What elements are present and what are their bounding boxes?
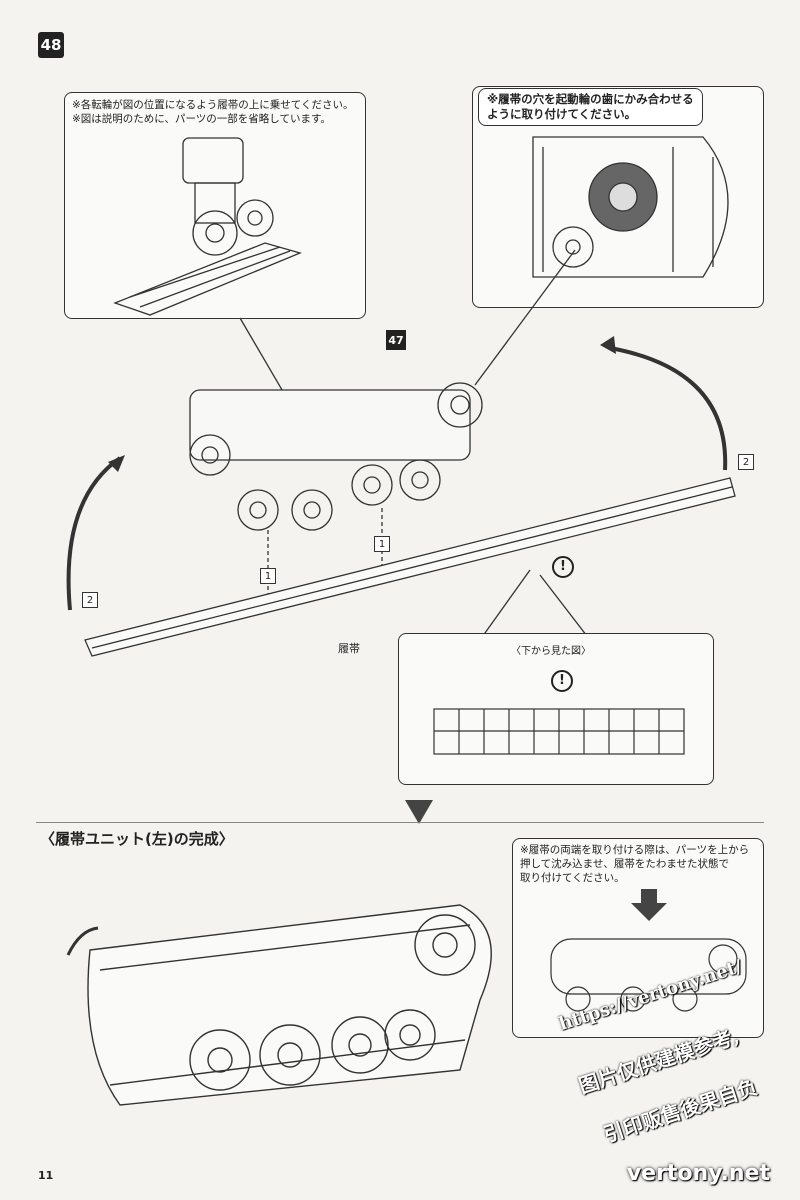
detail-box-left (64, 92, 366, 319)
bottom-view-box: 〈下から見た図〉 ! (398, 633, 714, 785)
callout-left-text: ※各転輪が図の位置になるよう履帯の上に乗せてください。 ※図は説明のために、パー… (72, 99, 354, 125)
section-divider (36, 822, 764, 823)
exclamation-circle-icon: ! (552, 556, 574, 578)
exclamation-circle-icon: ! (551, 670, 573, 692)
track-mounting-illustration (550, 889, 747, 1012)
reference-step-badge: 47 (386, 330, 406, 350)
completion-note-box (512, 838, 764, 1038)
order-label-1a: 1 (260, 568, 276, 584)
completed-track-unit-illustration (66, 904, 492, 1106)
track-underside-illustration (433, 708, 685, 755)
completion-note-text: ※履帯の両端を取り付ける際は、パーツを上から 押して沈み込ませ、履帯をたわませた… (520, 844, 750, 884)
step-number: 48 (38, 32, 64, 58)
track-assembly-illustration (66, 249, 736, 657)
page-number: 11 (38, 1169, 54, 1182)
down-arrow-icon (405, 800, 433, 824)
wheel-on-track-illustration (113, 137, 302, 316)
watermark-site: vertony.net (626, 1161, 770, 1186)
track-label: 履帯 (338, 642, 360, 655)
order-label-1b: 1 (374, 536, 390, 552)
callout-right-text: ※履帯の穴を起動輪の歯にかみ合わせる ように取り付けてください。 (478, 88, 703, 126)
order-label-2-left: 2 (82, 592, 98, 608)
completion-heading: 〈履帯ユニット(左)の完成〉 (40, 830, 234, 848)
bottom-view-label: 〈下から見た図〉 (511, 646, 591, 657)
order-label-2-right: 2 (738, 454, 754, 470)
sprocket-illustration (532, 136, 729, 278)
